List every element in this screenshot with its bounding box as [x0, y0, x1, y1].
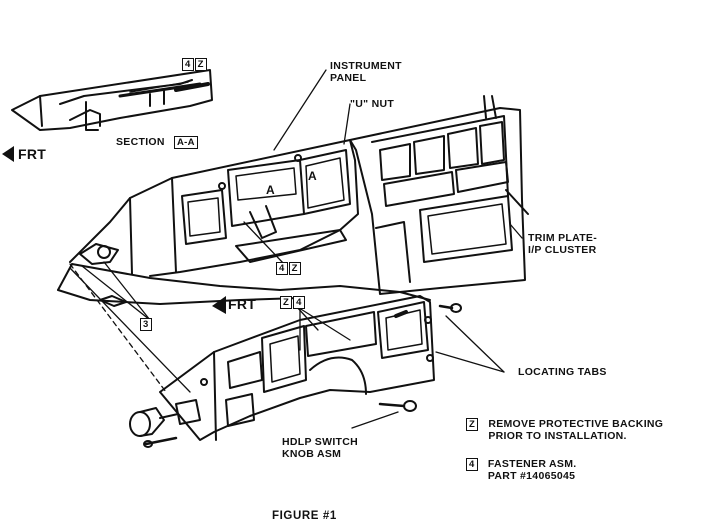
- detail-a-right: A: [308, 169, 317, 183]
- u-nut-label: "U" NUT: [350, 98, 395, 110]
- instrument-panel-housing: [57, 139, 431, 307]
- trim-plate-label: TRIM PLATE- I/P CLUSTER: [528, 232, 598, 256]
- locating-tabs-label: LOCATING TABS: [518, 366, 607, 378]
- legend-item-4: 4 FASTENER ASM. PART #14065045: [466, 458, 577, 482]
- hdlp-switch-label: HDLP SWITCH KNOB ASM: [282, 436, 359, 460]
- section-a-a-detail: [11, 69, 213, 131]
- legend-item-z: Z REMOVE PROTECTIVE BACKING PRIOR TO INS…: [466, 418, 663, 442]
- trim-plate-ip-cluster: [349, 95, 529, 295]
- frt-label-upper: FRT: [18, 146, 47, 162]
- lower-trim-plate: [159, 295, 435, 441]
- frt-arrow-left: [2, 146, 14, 162]
- frt-arrow-lower: [212, 296, 226, 314]
- legend-key-z: Z: [466, 418, 479, 431]
- callout-3: 3: [140, 318, 153, 331]
- instrument-panel-label: INSTRUMENT PANEL: [330, 60, 402, 84]
- legend-key-4: 4: [466, 458, 478, 471]
- frt-label-lower: FRT: [228, 296, 257, 312]
- section-label: SECTION A-A: [116, 136, 199, 149]
- hdlp-switch-knob: [129, 399, 201, 448]
- leader-lines: [69, 69, 523, 429]
- figure-caption: FIGURE #1: [272, 510, 337, 522]
- screws: [378, 303, 462, 412]
- detail-a-left: A: [266, 183, 275, 197]
